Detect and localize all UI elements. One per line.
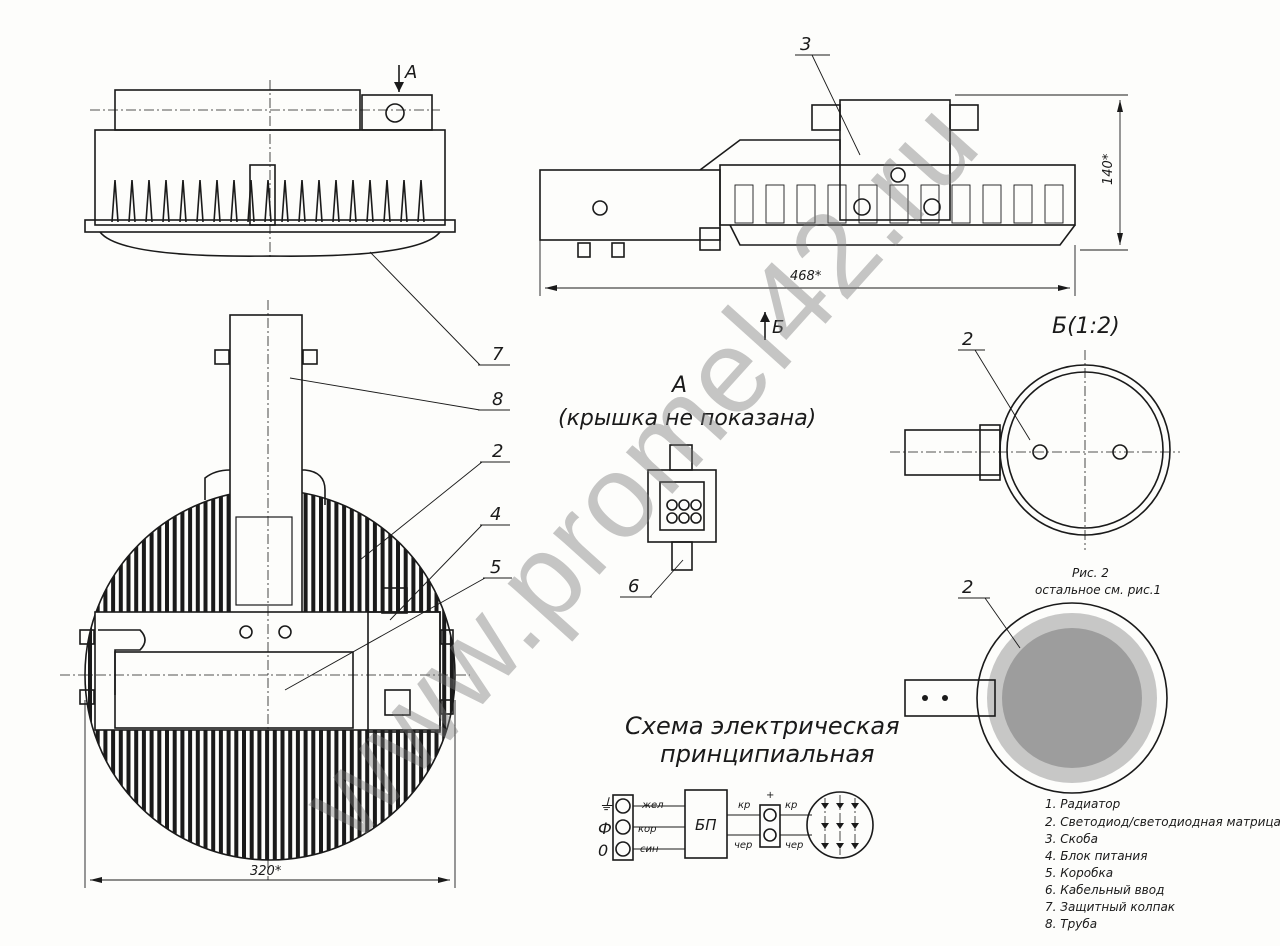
led-symbol: [821, 823, 829, 829]
schematic-psu: БП: [695, 816, 717, 834]
schematic-title-line2: принципиальная: [660, 740, 874, 768]
front-section-view: А: [84, 62, 456, 260]
legend-item-6: 6. Кабельный ввод: [1045, 883, 1164, 897]
callout-7: 7: [492, 344, 504, 365]
radiator-fin: [145, 179, 153, 223]
callout-2-upper: 2: [962, 329, 973, 350]
led-symbol: [851, 823, 859, 829]
callout-3: 3: [800, 34, 811, 55]
radiator-fin: [111, 179, 119, 223]
callout-8: 8: [492, 389, 503, 410]
radiator-fin: [247, 179, 255, 223]
fig2-note-line2: остальное см. рис.1: [1035, 583, 1161, 597]
top-view: 320* 7 8 2 4 5: [60, 251, 512, 888]
led-symbol: [851, 803, 859, 809]
dimension-diameter: 320*: [250, 864, 282, 879]
led-symbol: [836, 843, 844, 849]
radiator-fin: [417, 179, 425, 223]
radiator-fin: [951, 184, 971, 224]
radiator-fin: [383, 179, 391, 223]
radiator-fin: [332, 179, 340, 223]
callout-5: 5: [490, 557, 501, 578]
radiator-fin: [734, 184, 754, 224]
dimension-length: 468*: [790, 269, 822, 284]
legend-item-8: 8. Труба: [1045, 917, 1097, 931]
callout-1: 2: [492, 441, 503, 462]
schematic-title-line1: Схема электрическая: [625, 712, 900, 740]
radiator-fin: [315, 179, 323, 223]
schematic-out-top-left: кр: [738, 800, 750, 811]
schematic-out-top-right: кр: [785, 800, 797, 811]
radiator-fin: [196, 179, 204, 223]
dimension-height: 140*: [1101, 153, 1116, 185]
schematic-terminal-ground: ⏚: [598, 795, 614, 814]
radiator-fin: [796, 184, 816, 224]
fig2-note-line1: Рис. 2: [1072, 566, 1109, 580]
view-b-title: Б(1:2): [1052, 314, 1120, 339]
radiator-fin: [179, 179, 187, 223]
radiator-fin: [230, 179, 238, 223]
led-symbol: [851, 843, 859, 849]
schematic-out-bottom-right: чер: [785, 840, 803, 851]
electric-schematic: Схема электрическая принципиальная ⏚ Ф 0…: [598, 712, 900, 861]
radiator-fin: [1013, 184, 1033, 224]
legend-item-2: 2. Светодиод/светодиодная матрица: [1045, 815, 1280, 829]
radiator-fin: [88, 490, 92, 860]
view-a-title: А: [670, 373, 687, 398]
radiator-fin: [366, 179, 374, 223]
legend-item-5: 5. Коробка: [1045, 866, 1113, 880]
callout-4: 4: [490, 504, 501, 525]
view-b-upper: Б(1:2) 2: [890, 314, 1180, 550]
legend-item-3: 3. Скоба: [1045, 832, 1098, 846]
radiator-fin: [298, 179, 306, 223]
schematic-wire-3: син: [640, 844, 659, 855]
radiator-fin: [213, 179, 221, 223]
radiator-fin: [827, 184, 847, 224]
radiator-fin: [889, 184, 909, 224]
schematic-plus: +: [766, 790, 774, 801]
schematic-terminal-zero: 0: [598, 841, 608, 860]
legend-item-4: 4. Блок питания: [1045, 849, 1147, 863]
callout-6: 6: [628, 576, 639, 597]
callout-2-lower: 2: [962, 577, 973, 598]
radiator-fin: [920, 184, 940, 224]
parts-legend: 1. Радиатор 2. Светодиод/светодиодная ма…: [1045, 797, 1280, 931]
view-a-note: (крышка не показана): [558, 406, 816, 431]
side-view: 468* 140* 3 Б: [539, 34, 1128, 340]
radiator-fin: [982, 184, 1002, 224]
view-a-box: А (крышка не показана) 6: [558, 373, 816, 598]
radiator-fin: [858, 184, 878, 224]
view-a-arrow-label: А: [404, 62, 417, 83]
schematic-wire-2: кор: [638, 824, 657, 835]
radiator-fin: [1044, 184, 1064, 224]
view-b-arrow-label: Б: [772, 317, 784, 338]
radiator-fin: [128, 179, 136, 223]
legend-item-7: 7. Защитный колпак: [1045, 900, 1176, 914]
led-symbol: [821, 803, 829, 809]
radiator-fin: [765, 184, 785, 224]
view-b-lower: 2: [904, 577, 1168, 794]
schematic-out-bottom-left: чер: [734, 840, 752, 851]
radiator-fin: [162, 179, 170, 223]
radiator-fin: [400, 179, 408, 223]
radiator-fin: [281, 179, 289, 223]
legend-item-1: 1. Радиатор: [1045, 797, 1121, 811]
schematic-terminal-phase: Ф: [598, 819, 612, 838]
led-symbol: [821, 843, 829, 849]
led-symbol: [836, 823, 844, 829]
led-symbol: [836, 803, 844, 809]
schematic-wire-1: жел: [641, 800, 664, 811]
radiator-fin: [349, 179, 357, 223]
